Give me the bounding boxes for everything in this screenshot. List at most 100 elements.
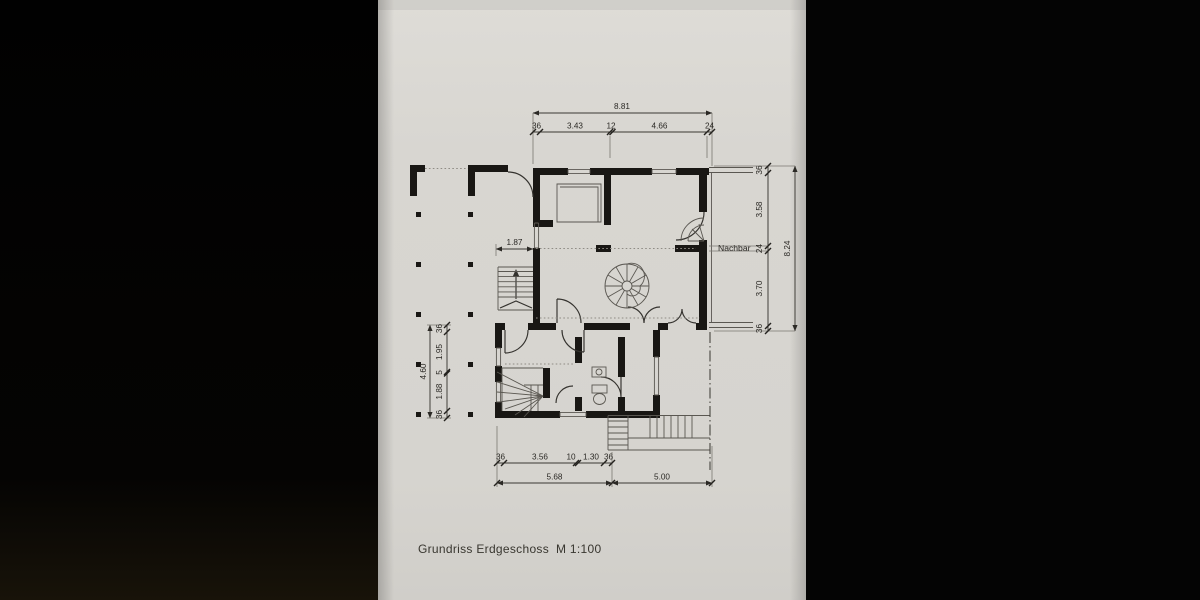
carport-post	[416, 412, 421, 417]
plan-line	[523, 395, 544, 418]
plan-line	[703, 128, 711, 136]
dim-top-seg: 36	[532, 122, 542, 131]
plan-line	[615, 266, 625, 282]
plan-line	[493, 479, 501, 487]
plan-line	[443, 414, 451, 422]
dim-top-total: 8.81	[614, 102, 630, 111]
plan-line	[504, 395, 544, 410]
carport-post	[416, 362, 421, 367]
plan-line	[764, 327, 772, 335]
dim-left-seg: 5	[435, 370, 444, 375]
dimension-stair-width: 1.87	[495, 238, 534, 256]
construction-lines	[425, 167, 753, 470]
dim-right-seg: 36	[755, 324, 764, 334]
room-door-arc	[504, 329, 529, 354]
plan-line	[615, 290, 625, 306]
plan-line	[607, 288, 623, 298]
plan-line	[514, 395, 544, 416]
dim-left-seg: 1.95	[435, 344, 444, 360]
carport-post	[468, 212, 473, 217]
doors	[504, 171, 705, 404]
caption-title: Grundriss Erdgeschoss	[418, 542, 549, 556]
dimension-ticks	[443, 128, 772, 487]
plan-line	[629, 290, 639, 306]
plan-line	[631, 288, 647, 298]
plan-line	[708, 128, 716, 136]
plan-line	[496, 371, 544, 397]
carport-post	[416, 212, 421, 217]
dim-bottom-seg: 1.30	[583, 453, 599, 462]
neighbor-label: Nachbar	[718, 243, 751, 253]
dim-top-seg: 24	[705, 122, 715, 131]
carport-post	[468, 312, 473, 317]
plan-line	[609, 128, 616, 136]
photo-background-right	[806, 0, 1200, 600]
dimension-right: 36 3.58 24 3.70 36 8.24	[709, 165, 798, 334]
plan-line	[574, 459, 582, 467]
dim-top-seg: 3.43	[567, 122, 583, 131]
carport-post	[468, 262, 473, 267]
stair-door-arc	[555, 385, 574, 404]
entry-door-arc	[507, 171, 534, 198]
dim-left-seg: 1.88	[435, 383, 444, 399]
dimension-bottom: 36 3.56 10 1.30 36 5.68 5.00	[496, 426, 713, 487]
dim-right-seg: 36	[755, 165, 764, 175]
exterior-walls	[495, 168, 709, 418]
plan-line	[529, 128, 537, 136]
plan-line	[607, 274, 623, 284]
plan-line	[443, 368, 451, 376]
terrace-door-left-arc	[556, 298, 582, 324]
photo-background-left	[0, 0, 378, 600]
paper-sheet	[378, 0, 806, 600]
hall-door-arc	[561, 329, 585, 353]
interior-winder-stair	[496, 367, 544, 418]
dim-bottom-total: 5.68	[547, 473, 563, 482]
carport-walls	[410, 165, 508, 196]
dim-top-seg: 12	[606, 122, 616, 131]
dim-bottom-seg: 36	[496, 453, 506, 462]
plan-line	[606, 128, 614, 136]
plan-line	[493, 459, 501, 467]
dim-bottom-seg: 3.56	[532, 453, 548, 462]
dim-right-seg: 3.70	[755, 280, 764, 296]
plan-line	[631, 274, 647, 284]
carport-post	[468, 412, 473, 417]
carport-post	[468, 362, 473, 367]
wc-fixtures	[591, 366, 608, 405]
dim-left-seg: 36	[435, 324, 444, 334]
west-exterior-stair	[497, 266, 533, 311]
plan-line	[536, 128, 544, 136]
windows	[495, 168, 677, 418]
plan-line	[443, 328, 451, 336]
terrace-door-mid-arcs	[627, 306, 661, 324]
plan-line	[496, 381, 544, 397]
neighbor-door-arc	[675, 211, 705, 241]
dim-top-seg: 4.66	[652, 122, 668, 131]
carport-posts	[416, 212, 473, 417]
dimension-top: 8.81 36 3.43 12 4.66 24	[532, 102, 715, 166]
dim-bottom-total: 5.00	[654, 473, 670, 482]
spiral-staircase	[604, 262, 650, 309]
dim-right-seg: 3.58	[755, 201, 764, 217]
plan-line	[764, 162, 772, 170]
plan-line	[708, 479, 716, 487]
plan-line	[608, 479, 616, 487]
dim-left-total: 4.60	[419, 363, 428, 379]
plan-line	[443, 370, 451, 377]
plan-line	[498, 395, 544, 403]
terrace-door-right-arcs	[667, 308, 697, 324]
plan-line	[764, 242, 772, 250]
carport-post	[416, 262, 421, 267]
dim-stair-width: 1.87	[507, 238, 523, 247]
carport-post	[416, 312, 421, 317]
plan-line	[764, 169, 772, 177]
plan-line	[600, 459, 608, 467]
plan-line	[496, 391, 544, 397]
dim-right-seg: 24	[755, 244, 764, 254]
plan-line	[764, 322, 772, 330]
dim-bottom-seg: 36	[604, 453, 614, 462]
plan-line	[629, 266, 639, 282]
plan-line	[500, 459, 508, 467]
